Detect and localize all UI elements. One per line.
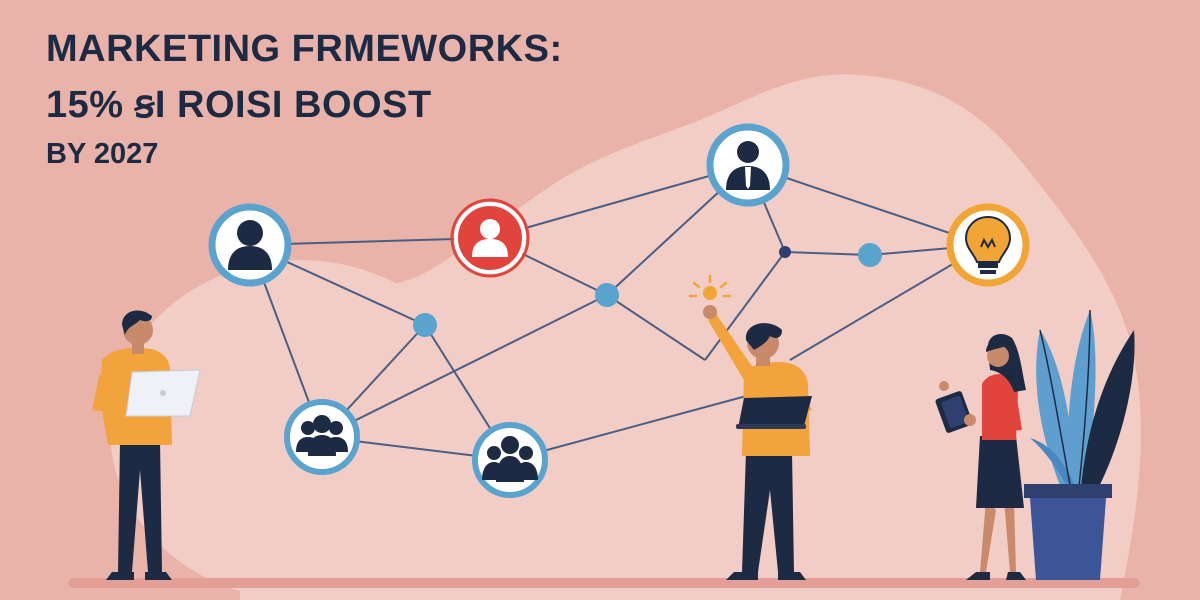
person-with-tablet [935,334,1026,580]
ground-line [68,578,1140,588]
network-dot [413,313,437,337]
network-node-user [208,203,292,287]
network-node-team [472,422,548,498]
person-with-laptop-left [92,310,201,580]
sun-spark-icon [688,274,732,300]
network-dot [779,246,791,258]
team-icon [482,436,538,482]
page-title: MARKETING FRMEWORKS: 15% ꞩI ROISI BOOST … [46,30,563,169]
lightbulb-icon [964,215,1012,274]
headline-line-3: BY 2027 [46,138,159,170]
network-node-idea [946,203,1030,287]
user-icon [472,219,508,257]
network-dot [858,243,882,267]
network-dot [595,283,619,307]
group-icon [296,415,348,456]
network-node-businessman [706,123,790,207]
headline-line-2: 15% ꞩI ROISI BOOST [46,84,432,126]
network-node-group [284,399,360,475]
potted-plant [1024,309,1135,580]
person-with-laptop-center [688,274,812,580]
businessman-icon [726,141,770,190]
network-node-user-highlight [450,198,530,278]
headline-line-1: MARKETING FRMEWORKS: [46,28,563,70]
user-icon [228,220,272,270]
